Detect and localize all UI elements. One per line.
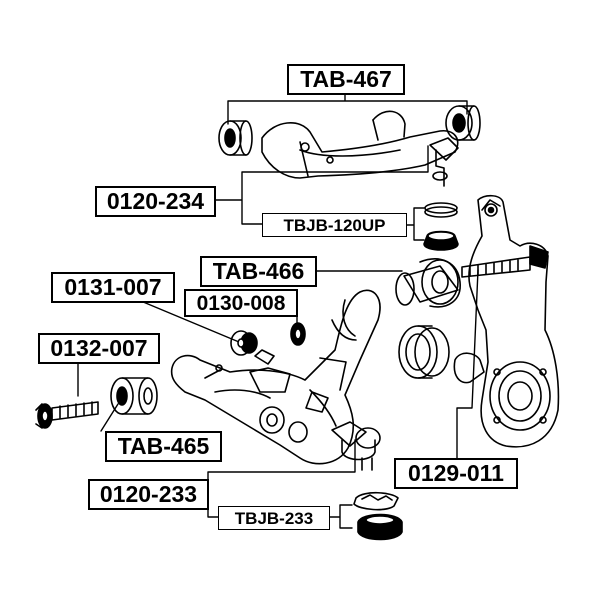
lower-boot-parts	[353, 491, 403, 541]
lower-ball-joint	[331, 421, 381, 471]
small-bushing	[230, 330, 258, 356]
label-0130-008: 0130-008	[184, 289, 298, 317]
label-0120-233: 0120-233	[88, 479, 209, 510]
label-tab-465: TAB-465	[105, 431, 222, 462]
upper-boot-parts	[423, 202, 459, 251]
label-tbjb-120up: TBJB-120UP	[262, 213, 407, 237]
cam-bolt	[35, 401, 99, 429]
steering-knuckle	[453, 194, 560, 448]
label-tab-467: TAB-467	[287, 64, 405, 95]
seal-ring	[398, 325, 450, 379]
lower-bushing	[110, 377, 158, 415]
label-0129-011: 0129-011	[394, 458, 518, 489]
label-0131-007: 0131-007	[51, 272, 175, 303]
label-0120-234: 0120-234	[95, 186, 216, 217]
lower-control-arm	[170, 289, 381, 465]
upper-bushing-right	[445, 105, 481, 141]
label-0132-007: 0132-007	[38, 333, 160, 364]
upper-bushing-left	[218, 120, 253, 156]
large-bushing	[395, 258, 461, 308]
label-tab-466: TAB-466	[200, 256, 317, 287]
washer	[290, 322, 306, 346]
upper-control-arm	[261, 110, 459, 187]
label-tbjb-233: TBJB-233	[218, 506, 330, 530]
